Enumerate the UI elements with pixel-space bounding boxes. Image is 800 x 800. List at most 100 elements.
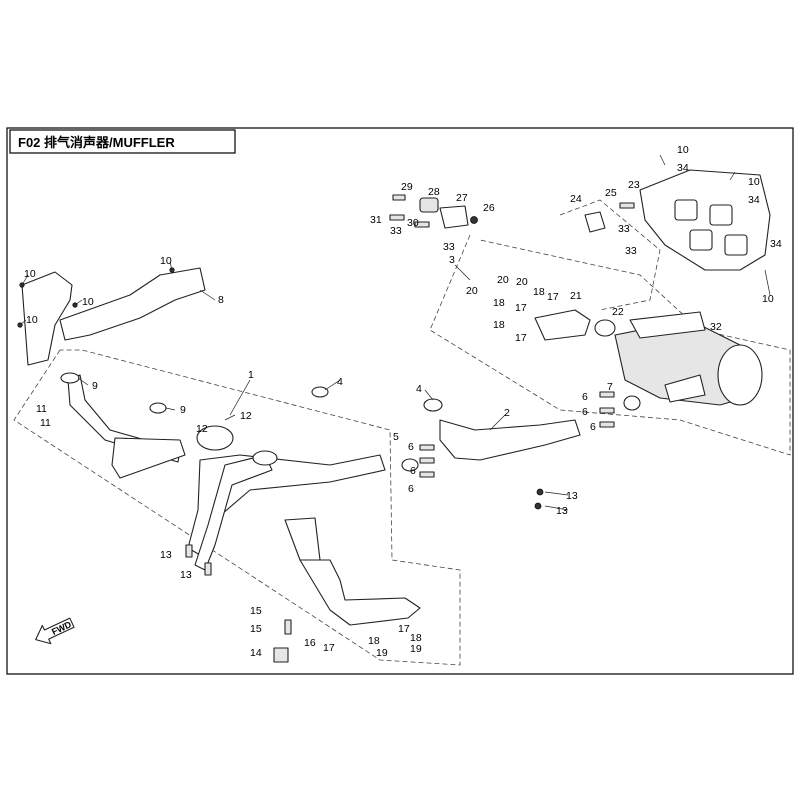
flange-12: [196, 425, 234, 451]
tail-pipe-lower: [299, 559, 421, 626]
callout-5: 5: [393, 431, 399, 443]
callout-23: 23: [628, 179, 640, 191]
spring-6c: [419, 471, 435, 478]
callout-9: 9: [92, 380, 98, 392]
callout-18: 18: [368, 635, 380, 647]
callout-22: 22: [612, 306, 624, 318]
muffler-inlet: [664, 374, 706, 403]
bolt-31: [389, 214, 405, 221]
muffler-bracket: [629, 311, 706, 339]
forward-arrow-icon: FWD: [35, 617, 75, 645]
spring-6a: [419, 444, 435, 451]
gasket-4b: [423, 398, 443, 412]
callout-15: 15: [250, 605, 262, 617]
nut-26: [470, 216, 478, 224]
gasket-22: [594, 319, 616, 337]
callout-26: 26: [483, 202, 495, 214]
gasket-9b: [149, 402, 167, 414]
callout-14: 14: [250, 647, 262, 659]
callout-17: 17: [547, 291, 559, 303]
callout-25: 25: [605, 187, 617, 199]
callout-24: 24: [570, 193, 582, 205]
callout-6: 6: [582, 406, 588, 418]
callout-16: 16: [304, 637, 316, 649]
spring-6d: [599, 391, 615, 398]
callout-13: 13: [566, 490, 578, 502]
callout-20: 20: [466, 285, 478, 297]
heat-shield-slot-1: [674, 199, 698, 221]
callout-17: 17: [515, 302, 527, 314]
callout-10: 10: [26, 314, 38, 326]
muffler-end-cap: [717, 344, 763, 406]
callout-8: 8: [218, 294, 224, 306]
callout-21: 21: [570, 290, 582, 302]
callout-11: 11: [36, 403, 47, 415]
bushing-28: [419, 197, 439, 213]
nut-13d: [534, 502, 542, 510]
spring-6e: [599, 407, 615, 414]
callout-17: 17: [323, 642, 335, 654]
callout-18: 18: [410, 632, 422, 644]
gasket-4a: [311, 386, 329, 398]
heat-shield-rear: [59, 267, 206, 341]
grommet-14: [273, 647, 289, 663]
callout-12: 12: [196, 423, 208, 435]
callout-17: 17: [515, 332, 527, 344]
stud-13b: [204, 562, 212, 576]
callout-17: 17: [398, 623, 410, 635]
callout-13: 13: [180, 569, 192, 581]
callout-6: 6: [408, 483, 414, 495]
heat-shield-left: [21, 271, 73, 366]
callout-33: 33: [618, 223, 630, 235]
spring-16: [284, 619, 292, 635]
callout-6: 6: [410, 465, 416, 477]
heat-shield-boundary: [559, 199, 661, 311]
nut-13c: [536, 488, 544, 496]
callout-19: 19: [376, 647, 388, 659]
callout-18: 18: [533, 286, 545, 298]
callout-2: 2: [504, 407, 510, 419]
callout-34: 34: [677, 162, 689, 174]
leader-lines: [19, 154, 771, 511]
heat-shield-slot-2: [709, 204, 733, 226]
callout-28: 28: [428, 186, 440, 198]
mid-pipe: [439, 419, 581, 461]
callout-6: 6: [408, 441, 414, 453]
heat-shield-slot-3: [689, 229, 713, 251]
bracket-27: [439, 205, 469, 229]
callout-6: 6: [590, 421, 596, 433]
callout-32: 32: [710, 321, 722, 333]
callout-15: 15: [250, 623, 262, 635]
muffler-assembly-boundary: [429, 234, 791, 456]
title-box: [9, 129, 236, 154]
callout-29: 29: [401, 181, 413, 193]
callout-10: 10: [748, 176, 760, 188]
header-pipe-assembly-boundary: [13, 349, 461, 666]
callout-18: 18: [493, 297, 505, 309]
tail-pipe-upper: [284, 517, 321, 561]
callout-10: 10: [24, 268, 36, 280]
callout-4: 4: [337, 376, 343, 388]
callout-10: 10: [762, 293, 774, 305]
callout-12: 12: [240, 410, 252, 422]
bolt-25: [619, 202, 635, 209]
callout-10: 10: [677, 144, 689, 156]
spring-6f: [599, 421, 615, 428]
callout-10: 10: [160, 255, 172, 267]
callout-1: 1: [248, 369, 254, 381]
callout-4: 4: [416, 383, 422, 395]
callout-3: 3: [449, 254, 455, 266]
bolt-30: [414, 221, 430, 228]
header-pipe-lower: [111, 437, 186, 479]
callout-10: 10: [82, 296, 94, 308]
callout-13: 13: [556, 505, 568, 517]
gasket-7: [623, 395, 641, 411]
callout-11: 11: [40, 417, 51, 429]
callout-31: 31: [370, 214, 382, 226]
callout-19: 19: [410, 643, 422, 655]
callout-7: 7: [607, 381, 613, 393]
gasket-9a: [60, 372, 80, 384]
callout-33: 33: [625, 245, 637, 257]
callout-33: 33: [443, 241, 455, 253]
